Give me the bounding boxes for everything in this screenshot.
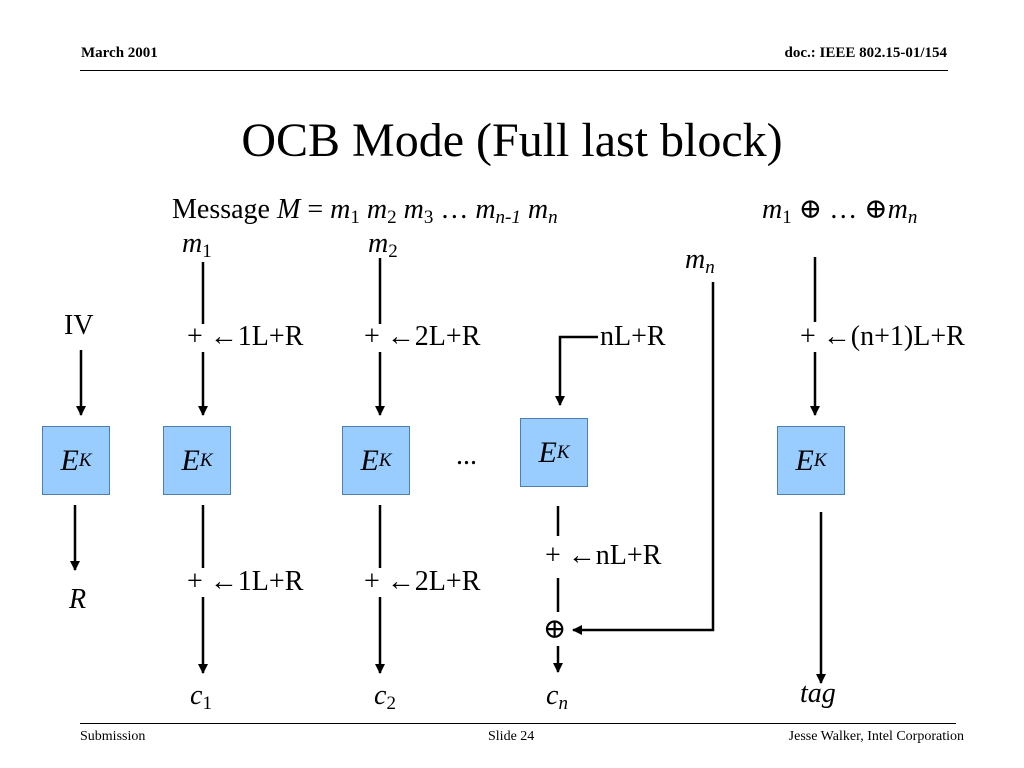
footer-slide-number: Slide 24 — [488, 729, 535, 744]
mask-value: nL+R — [600, 321, 666, 352]
mask-row-bottom-1: + ←1L+R — [187, 568, 303, 596]
slide-title: OCB Mode (Full last block) — [241, 114, 783, 167]
mask-row-top-n: nL+R — [600, 323, 666, 351]
msg-m1-letter: m — [330, 194, 351, 225]
msg-mn-index: n — [548, 207, 558, 228]
plus-sign: + — [187, 566, 203, 597]
mask-value: 2L+R — [414, 566, 481, 597]
left-arrow: ← — [822, 321, 851, 352]
output-tag: tag — [800, 678, 836, 709]
sum-m1-index: 1 — [782, 207, 792, 228]
footer-author: Jesse Walker, Intel Corporation — [788, 729, 964, 744]
iv-label: IV — [64, 310, 94, 341]
message-definition: Message M = m1 m2 m3 … mn-1 mn — [172, 194, 558, 228]
output-c1: c1 — [190, 680, 212, 714]
msg-mn1-letter: m — [475, 194, 496, 225]
xor-node: ⊕ — [543, 614, 567, 645]
left-arrow: ← — [567, 540, 596, 571]
plus-sign: + — [364, 321, 380, 352]
left-arrow: ← — [386, 566, 415, 597]
plus-sign: + — [800, 321, 816, 352]
msg-m2-index: 2 — [387, 207, 397, 228]
ellipsis-dots: ... — [456, 440, 477, 471]
output-r: R — [69, 584, 87, 615]
header-doc-id: doc.: IEEE 802.15-01/154 — [784, 45, 947, 61]
left-arrow: ← — [386, 321, 415, 352]
sum-xor-2: ⊕ — [864, 194, 888, 225]
input-m2: m2 — [368, 228, 398, 262]
msg-mn1-index: n-1 — [495, 207, 521, 228]
checksum-expression: m1 ⊕ … ⊕mn — [762, 194, 917, 228]
plus-sign: + — [545, 540, 561, 571]
plus-sign: + — [364, 566, 380, 597]
mask-value: 1L+R — [237, 566, 304, 597]
equals-sign: = — [307, 194, 324, 225]
output-c2: c2 — [374, 680, 396, 714]
mask-value: 2L+R — [414, 321, 481, 352]
header-rule — [80, 70, 948, 71]
sum-xor-1: ⊕ — [798, 194, 823, 225]
footer-submission: Submission — [80, 729, 146, 744]
message-word: Message — [172, 194, 270, 225]
msg-m2-letter: m — [366, 194, 388, 225]
msg-m3-letter: m — [403, 194, 424, 225]
wire-nmask-to-ek — [555, 335, 598, 406]
sum-ellipsis: … — [829, 194, 858, 225]
mask-row-final: + ←(n+1)L+R — [800, 323, 965, 351]
footer-rule — [80, 723, 956, 724]
mask-row-top-1: + ←1L+R — [187, 323, 303, 351]
msg-ellipsis: … — [440, 194, 469, 225]
left-arrow: ← — [209, 566, 238, 597]
message-var: M — [276, 194, 301, 225]
mask-value: nL+R — [595, 540, 662, 571]
msg-m3-index: 3 — [423, 207, 434, 228]
mask-row-bottom-2: + ←2L+R — [364, 568, 480, 596]
input-m1: m1 — [182, 228, 212, 262]
mask-row-top-2: + ←2L+R — [364, 323, 480, 351]
mask-row-bottom-n: + ←nL+R — [545, 542, 661, 570]
mask-value: 1L+R — [237, 321, 304, 352]
output-cn: cn — [546, 680, 568, 714]
msg-mn-letter: m — [527, 194, 549, 225]
input-mn: mn — [685, 244, 715, 278]
sum-mn-index: n — [907, 207, 918, 228]
wire-mn-to-xor — [572, 282, 715, 635]
sum-mn-letter: m — [887, 194, 908, 225]
sum-m1-letter: m — [762, 194, 783, 225]
mask-value: (n+1)L+R — [850, 321, 965, 352]
header-date: March 2001 — [81, 45, 158, 61]
msg-m1-index: 1 — [350, 207, 360, 228]
plus-sign: + — [187, 321, 203, 352]
left-arrow: ← — [209, 321, 238, 352]
